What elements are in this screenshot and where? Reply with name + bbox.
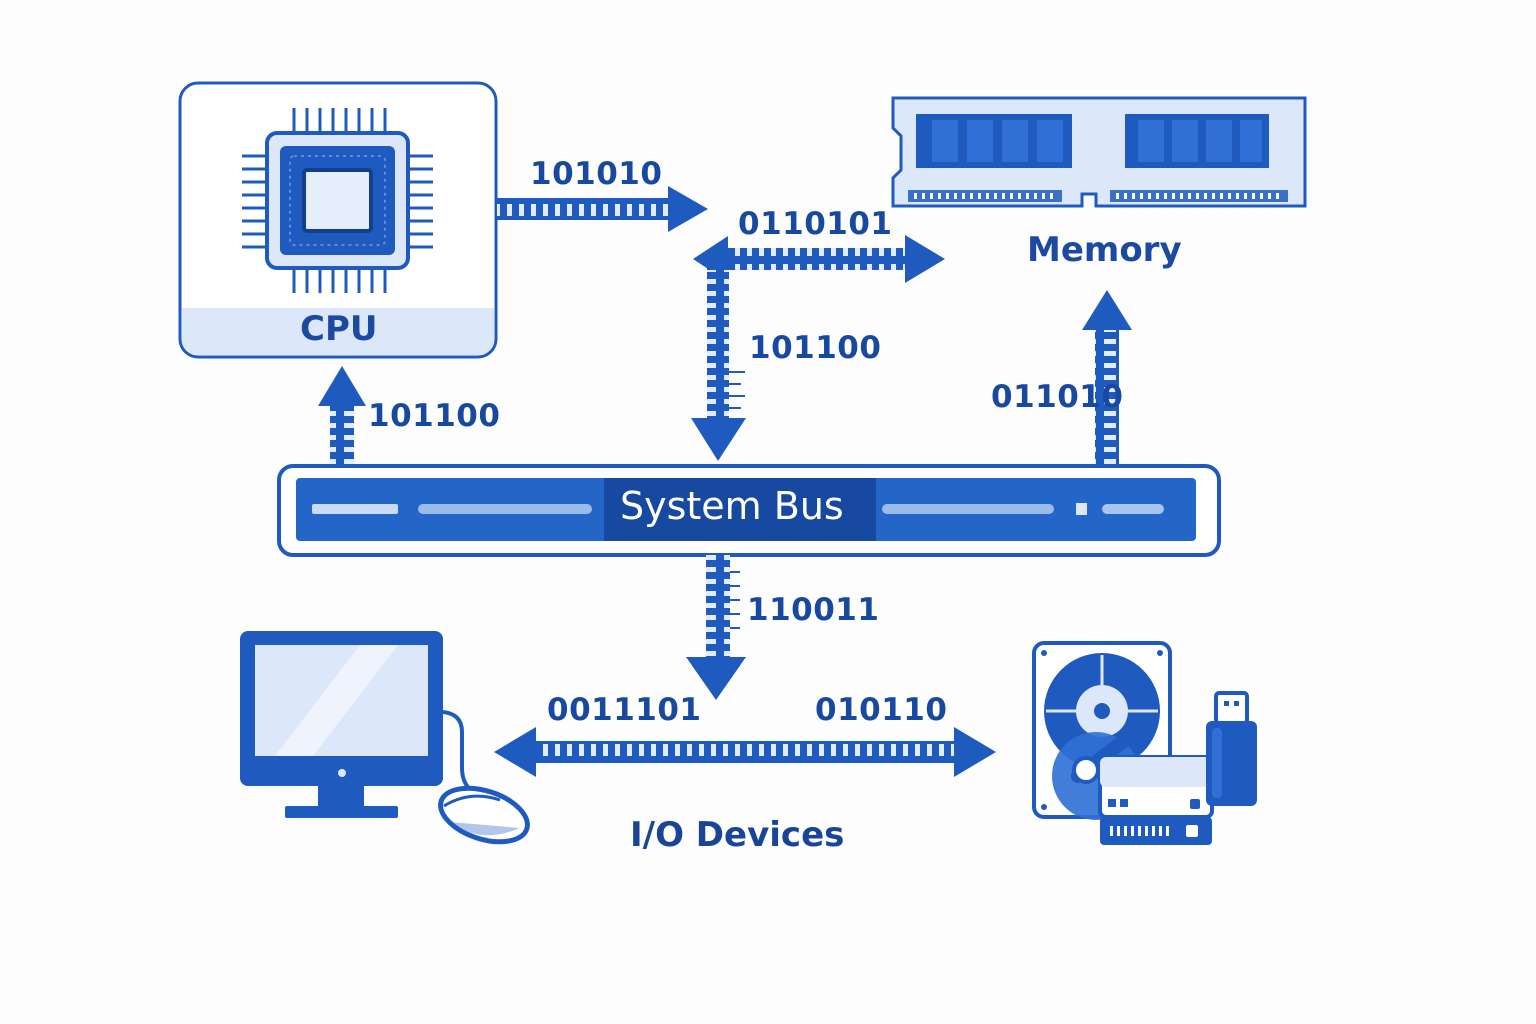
usb-drive-icon: [1206, 691, 1257, 806]
mouse-icon: [438, 710, 530, 845]
cpu-label: CPU: [300, 309, 378, 349]
memory-module-icon: [891, 96, 1307, 208]
arrow-bus-to-memory-up: [1082, 290, 1132, 466]
signal-bus-to-cpu: 101100: [368, 398, 501, 434]
signal-bus-down: 101100: [749, 330, 882, 366]
io-devices-label: I/O Devices: [630, 815, 845, 855]
signal-io-left: 0011101: [547, 692, 702, 728]
signal-bus-to-memory-up: 011010: [991, 379, 1124, 415]
signal-io-right: 010110: [815, 692, 948, 728]
arrow-bus-to-cpu: [318, 366, 366, 466]
signal-cpu-to-bus: 101010: [530, 156, 663, 192]
cpu-chip-icon: [242, 108, 433, 293]
signal-bus-to-memory: 0110101: [738, 206, 893, 242]
system-bus-bar: [277, 464, 1221, 557]
arrow-cpu-to-bus: [497, 186, 708, 232]
ssd-icon: [1098, 755, 1214, 845]
system-bus-label: System Bus: [620, 484, 844, 528]
arrow-down-to-bus: [691, 250, 746, 461]
memory-label: Memory: [1027, 230, 1182, 270]
monitor-icon: [240, 631, 443, 818]
arrow-bus-to-io: [686, 555, 746, 700]
arrow-io-horizontal: [494, 727, 996, 777]
arrow-bus-to-memory: [693, 235, 945, 283]
signal-bus-to-io: 110011: [747, 592, 880, 628]
